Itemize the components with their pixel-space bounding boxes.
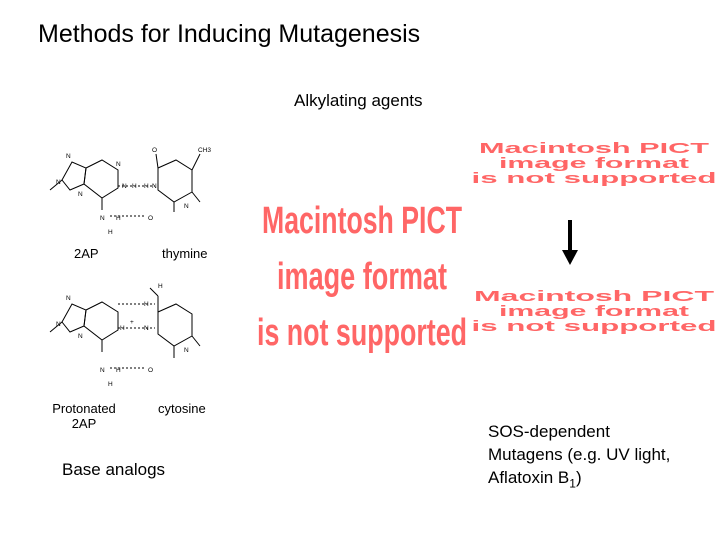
pict-placeholder-bottom: Macintosh PICT image format is not suppo… [472, 288, 717, 335]
pict-placeholder-large: Macintosh PICT image format is not suppo… [257, 200, 467, 354]
atom-h: H [132, 183, 137, 190]
atom-n: N [78, 191, 83, 198]
atom-n: N [184, 347, 189, 354]
atom-h: H [144, 183, 149, 190]
pict-line2: image format [499, 155, 689, 172]
atom-h: H [158, 283, 163, 290]
atom-h: H [108, 229, 113, 236]
atom-n: N [56, 321, 61, 328]
structure-protonated-2ap-cytosine: N N N H + N H H H H N O N [49, 283, 201, 388]
label-protonated: Protonated [52, 401, 116, 416]
atom-h: H [108, 381, 113, 388]
label-thymine: thymine [162, 246, 208, 261]
down-arrow-icon [562, 220, 578, 265]
pict-line1: Macintosh PICT [479, 140, 709, 157]
atom-n: N [66, 295, 71, 302]
pict-line2: image format [499, 303, 689, 320]
sos-line1: SOS-dependent [488, 422, 610, 441]
atom-o: O [148, 215, 153, 222]
atom-h: H [144, 301, 149, 308]
atom-n: N [66, 153, 71, 160]
atom-n: N [100, 367, 105, 374]
sos-line2: Mutagens (e.g. UV light, [488, 445, 671, 464]
sos-dependent-text: SOS-dependent Mutagens (e.g. UV light, A… [488, 420, 670, 495]
pict-line3: is not supported [472, 318, 717, 335]
pict-line1: Macintosh PICT [474, 288, 714, 305]
label-2ap: 2AP [74, 246, 99, 261]
atom-n: N [116, 161, 121, 168]
pict-line1: Macintosh PICT [262, 200, 462, 242]
atom-n: N [144, 325, 149, 332]
pict-line3: is not supported [472, 170, 717, 187]
atom-o: O [148, 367, 153, 374]
structure-2ap-thymine: N N N N N H N H H O CH3 H N O N [49, 147, 211, 236]
alkylating-agents-label: Alkylating agents [294, 91, 423, 110]
slide-title: Methods for Inducing Mutagenesis [38, 20, 421, 48]
atom-h: H [116, 367, 121, 374]
label-2ap-line2: 2AP [71, 416, 97, 431]
base-analogs-label: Base analogs [62, 460, 166, 479]
atom-n: N [78, 333, 83, 340]
sos-line3: Aflatoxin B1) [488, 466, 670, 495]
sos-line3-prefix: Aflatoxin B [488, 468, 570, 487]
atom-n: N [56, 179, 61, 186]
pict-line3: is not supported [257, 312, 467, 354]
atom-ch3: CH3 [198, 147, 211, 154]
atom-h: H [116, 215, 121, 222]
atom-o: O [152, 147, 157, 154]
sos-line3-suffix: ) [575, 468, 582, 487]
atom-n: N [122, 183, 127, 190]
label-cytosine: cytosine [158, 401, 206, 416]
label-protonated-2ap: Protonated 2AP [49, 401, 119, 431]
atom-n: N [152, 183, 157, 190]
atom-n: N [100, 215, 105, 222]
pict-line2: image format [277, 256, 447, 298]
charge-plus: + [130, 319, 134, 326]
sos-line3-subscript: 1 [569, 476, 576, 491]
atom-h: H [120, 325, 125, 332]
pict-placeholder-top: Macintosh PICT image format is not suppo… [472, 140, 717, 187]
atom-n: N [184, 203, 189, 210]
